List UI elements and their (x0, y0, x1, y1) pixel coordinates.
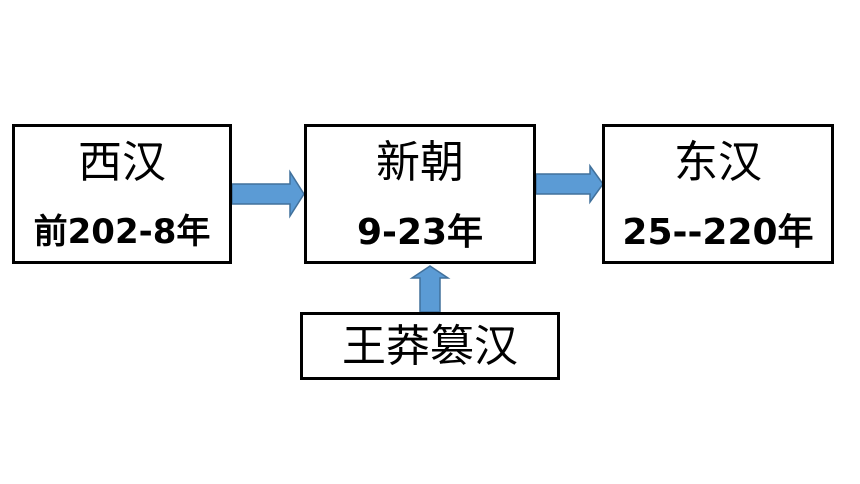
node-xinchao-years: 9-23年 (356, 212, 484, 253)
node-donghan: 东汉 25--220年 (602, 124, 834, 264)
node-xinchao: 新朝 9-23年 (304, 124, 536, 264)
node-xinchao-name: 新朝 (376, 137, 464, 188)
node-usurp-name: 王莽篡汉 (342, 321, 518, 372)
node-xihan: 西汉 前202-8年 (12, 124, 232, 264)
arrow-usurp-to-xinchao (409, 265, 451, 313)
node-xihan-years: 前202-8年 (33, 212, 211, 252)
node-usurp: 王莽篡汉 (300, 312, 560, 380)
arrow-xinchao-to-donghan (535, 163, 604, 205)
node-donghan-name: 东汉 (674, 137, 762, 188)
arrow-xihan-to-xinchao (231, 169, 305, 219)
node-donghan-years: 25--220年 (622, 212, 814, 253)
node-xihan-name: 西汉 (78, 137, 166, 188)
